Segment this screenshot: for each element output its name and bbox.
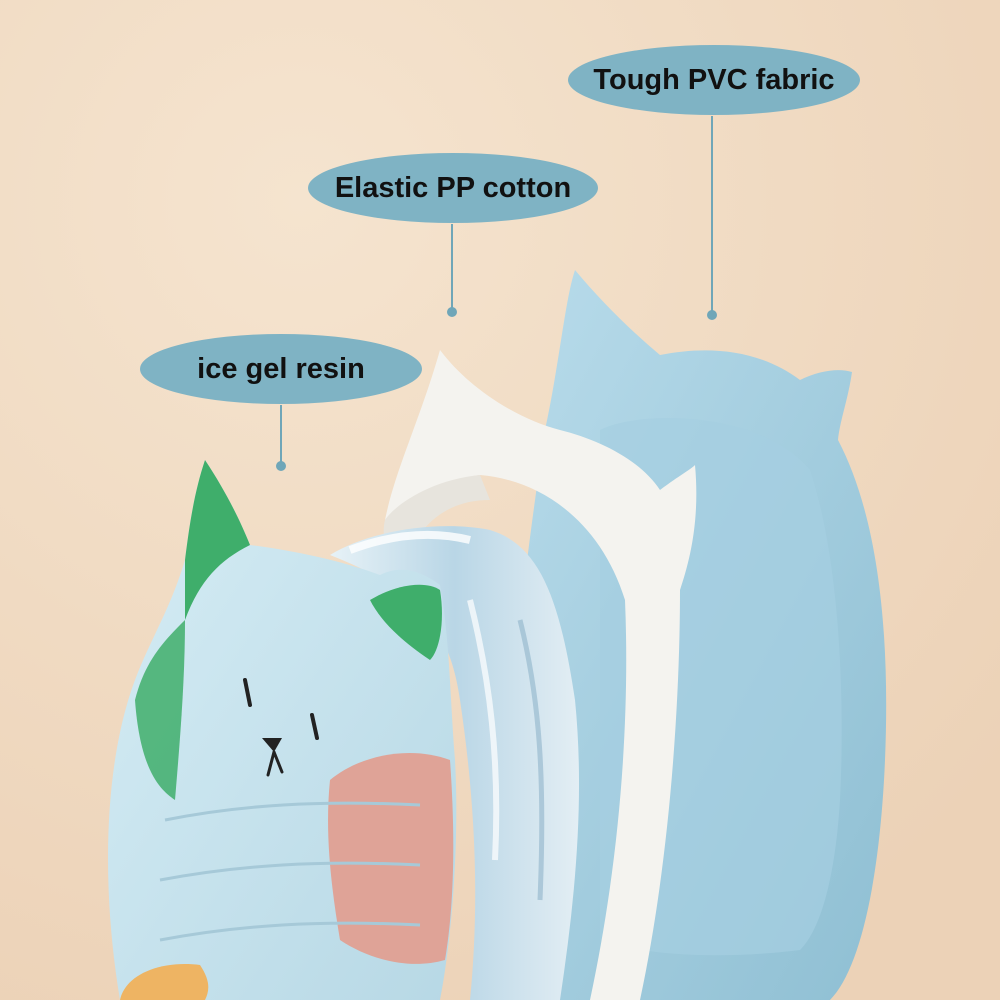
ice-gel-layer [330,526,580,1000]
front-cat-cover [108,460,457,1000]
callout-ice-gel-resin: ice gel resin [140,334,422,404]
callout-pvc-fabric: Tough PVC fabric [568,45,860,115]
callout-pp-cotton: Elastic PP cotton [308,153,598,223]
pvc-leader-dot [707,310,717,320]
ice-leader-dot [276,461,286,471]
pp-leader-dot [447,307,457,317]
